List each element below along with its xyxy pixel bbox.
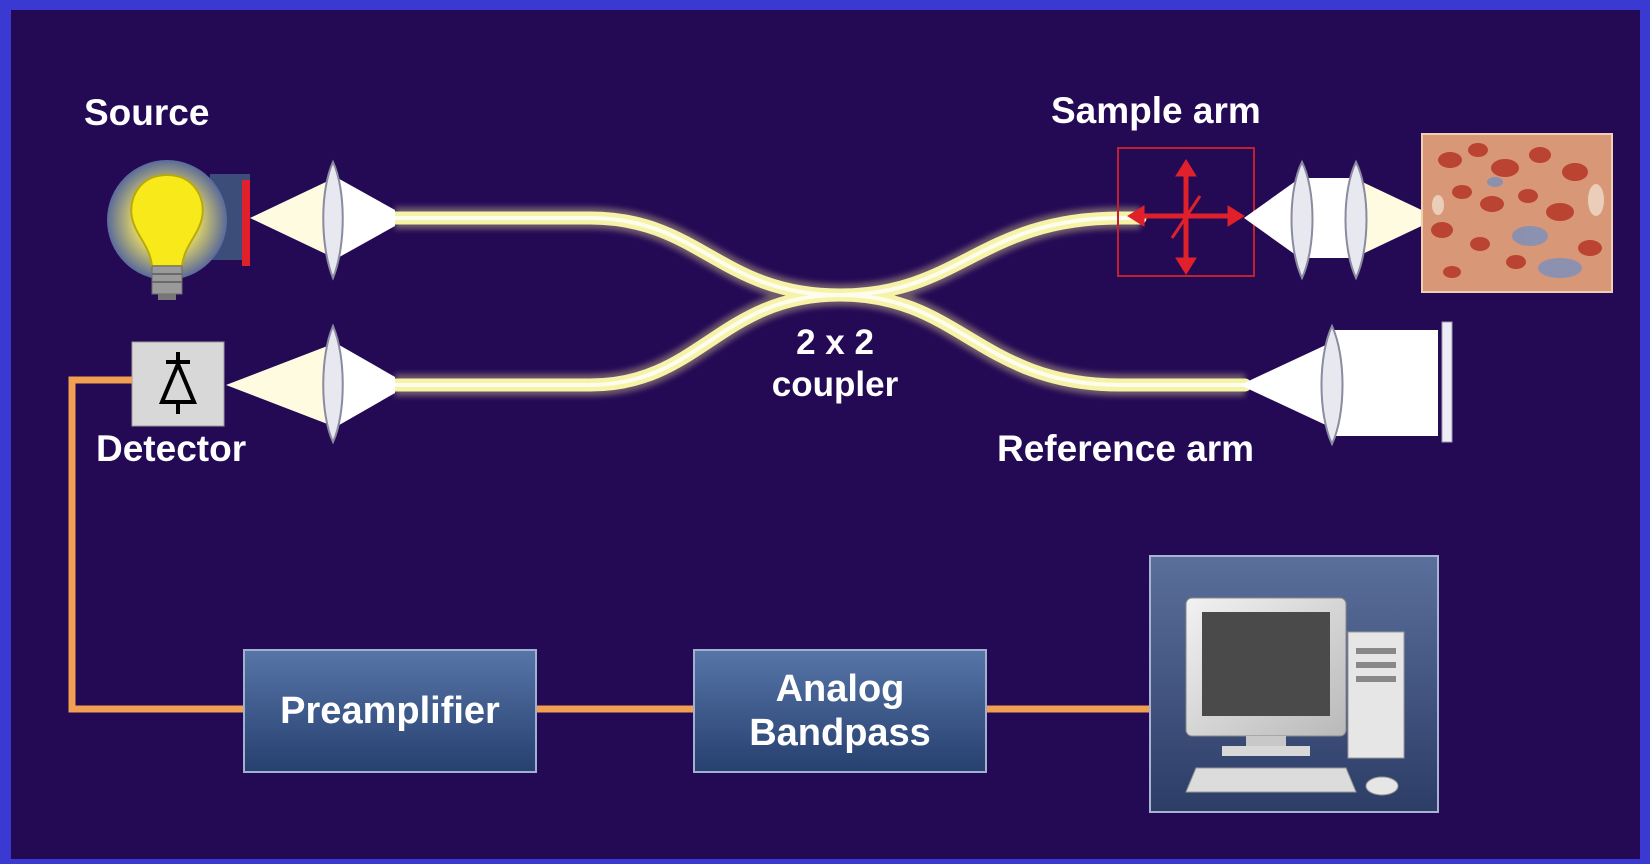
reference-arm-assembly: [1240, 321, 1453, 447]
source-label: Source: [84, 92, 210, 133]
photodiode-icon: [131, 341, 225, 427]
lens-icon: [322, 159, 344, 281]
tissue-sample-image: [1421, 133, 1613, 293]
bandpass-label: Analog Bandpass: [694, 650, 986, 772]
preamplifier-label: Preamplifier: [244, 650, 536, 772]
lens-icon: [1344, 159, 1368, 281]
optical-fibers: [388, 207, 1252, 396]
detector-label: Detector: [96, 428, 247, 469]
lens-icon: [1320, 323, 1344, 447]
reference-arm-label: Reference arm: [997, 428, 1255, 469]
computer-icon: [1149, 555, 1439, 813]
sample-arm-label: Sample arm: [1051, 90, 1261, 131]
scan-arrows-icon: [1127, 159, 1245, 275]
mirror-icon: [1441, 321, 1453, 443]
signal-wires: [68, 376, 1150, 713]
sample-arm-assembly: [1117, 147, 1430, 281]
wire-detector-to-preamp: [68, 376, 244, 713]
lens-icon: [1290, 159, 1314, 281]
coupler-label-line1: 2 x 2: [796, 323, 874, 362]
coupler-label-line2: coupler: [771, 365, 899, 404]
bandpass-text-line1: Analog: [775, 668, 905, 710]
bandpass-box: [693, 649, 987, 773]
coupler-label: 2 x 2 coupler: [735, 322, 935, 406]
lens-icon: [322, 323, 344, 445]
detector-lens-assembly: [226, 323, 395, 445]
bandpass-text-line2: Bandpass: [749, 712, 931, 754]
source-lens-assembly: [250, 159, 395, 281]
preamplifier-text: Preamplifier: [280, 690, 500, 732]
preamplifier-box: [243, 649, 537, 773]
source-aperture: [242, 180, 250, 266]
